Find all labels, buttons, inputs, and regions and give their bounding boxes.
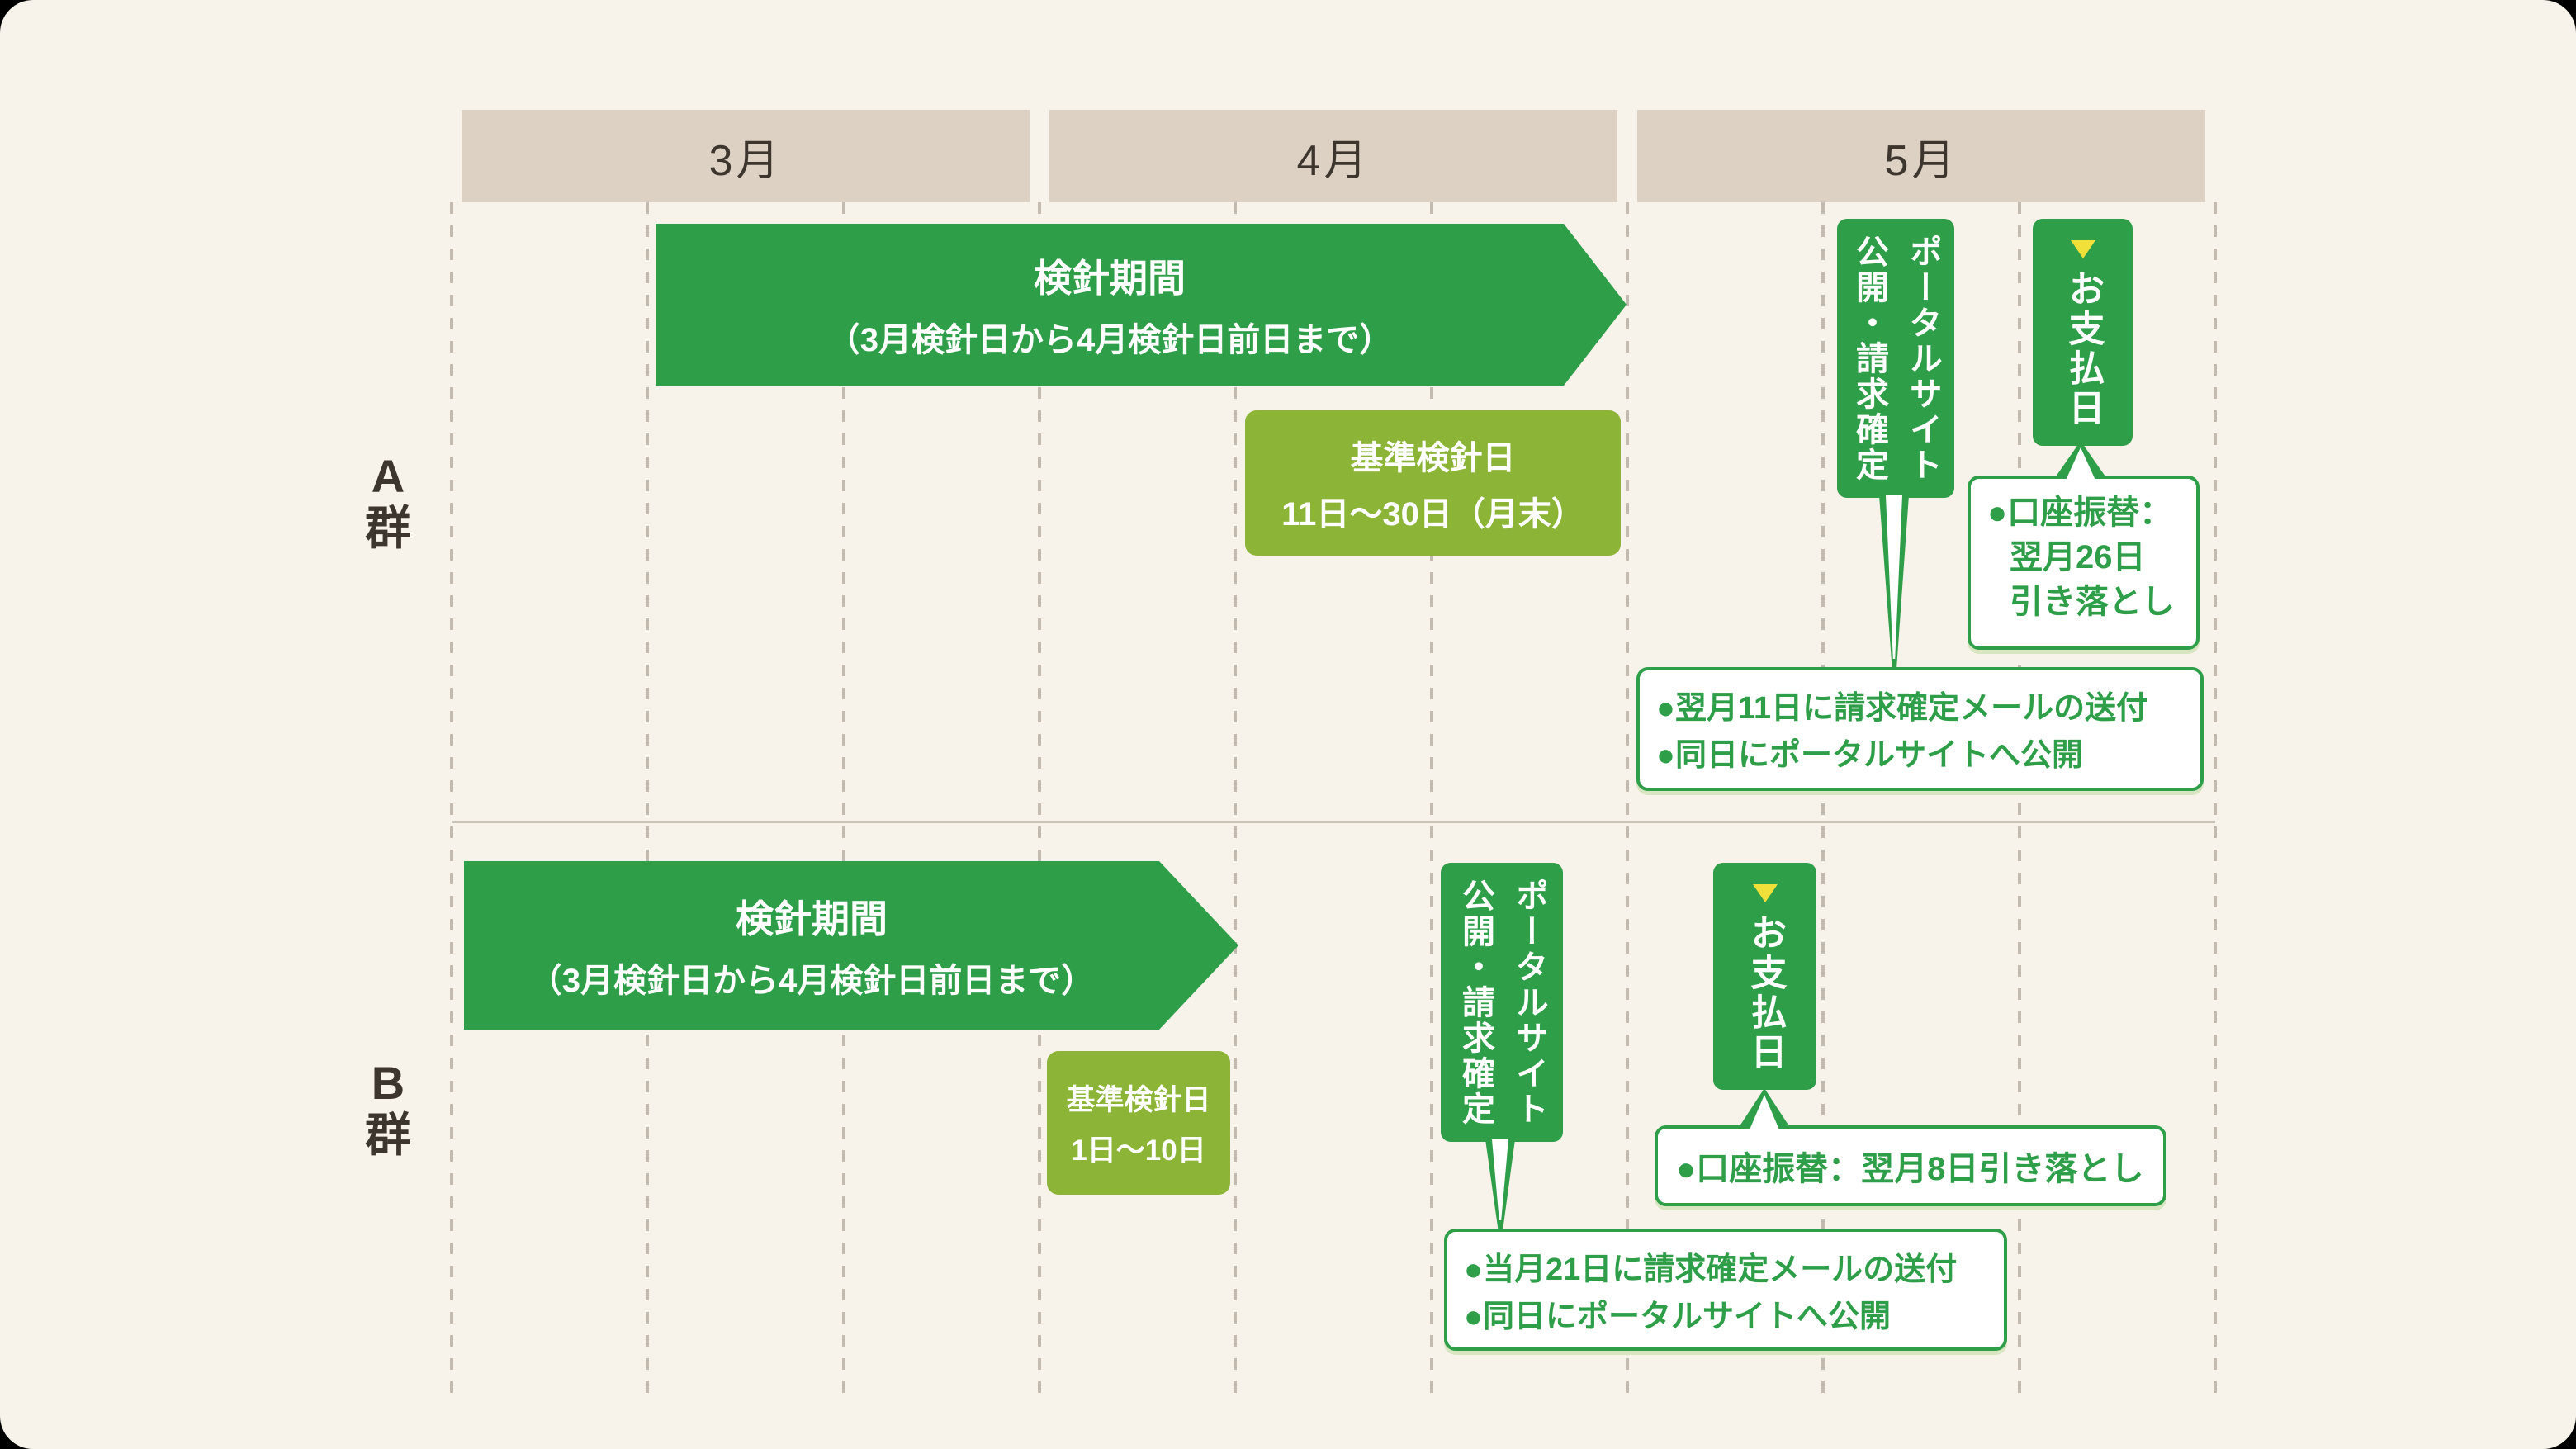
payment-marker-triangle-icon [1752,884,1778,902]
gridline [646,202,649,1394]
gridline [2214,202,2217,1394]
portal-box-line1: ポータルサイト [1510,878,1547,1127]
connector-portal-to-note-b [1485,1139,1515,1232]
base-box-range: 11日〜30日（月末） [1281,496,1584,533]
payment-box-label: お支払日 [1745,914,1786,1073]
gridline [842,202,845,1394]
month-header-march: 3月 [462,110,1030,202]
transfer-line1: ●口座振替：翌月8日引き落とし [1676,1151,2144,1187]
arrow-title: 検針期間 [1034,257,1186,300]
portal-box-line2: 公開・請求確定 [1457,878,1494,1127]
base-box-range: 1日〜10日 [1071,1134,1206,1167]
gridline [450,202,453,1394]
mail-note-line1: ●当月21日に請求確定メールの送付 [1464,1252,1958,1287]
group-b-meter-reading-period-arrow: 検針期間 （3月検針日から4月検針日前日まで） [464,861,1238,1030]
gridline [1821,202,1825,1394]
arrow-subtitle: （3月検針日から4月検針日前日まで） [528,963,1095,999]
group-a-kanji: 群 [365,501,411,554]
month-label: 3月 [708,136,783,185]
portal-box-line2: 公開・請求確定 [1851,234,1887,483]
month-header-april: 4月 [1049,110,1617,202]
group-b-kanji: 群 [365,1108,411,1161]
portal-box-line1: ポータルサイト [1904,234,1941,483]
month-header-may: 5月 [1637,110,2205,202]
transfer-line1: ●口座振替： [1987,495,2173,531]
month-label: 5月 [1884,136,1958,185]
group-a-letter: A [371,450,405,502]
group-b-payment-day-box: お支払日 [1713,863,1816,1090]
gridline [2018,202,2021,1394]
gridline [1430,202,1433,1394]
arrow-title: 検針期間 [736,897,888,940]
group-a-payment-day-box: お支払日 [2033,219,2133,446]
gridline [1234,202,1237,1394]
group-b-billing-mail-callout: ●当月21日に請求確定メールの送付 ●同日にポータルサイトへ公開 [1444,1229,2007,1351]
transfer-line3: 引き落とし [2010,584,2175,620]
group-b-account-transfer-callout: ●口座振替：翌月8日引き落とし [1655,1125,2166,1206]
base-box-title: 基準検針日 [1350,440,1516,476]
group-a-label: A 群 [330,450,446,554]
arrow-subtitle: （3月検針日から4月検針日前日まで） [826,322,1393,358]
connector-payment-to-transfer-a [2054,441,2107,484]
group-b-portal-publish-box: ポータルサイト 公開・請求確定 [1441,863,1563,1142]
group-b-base-reading-day-box: 基準検針日 1日〜10日 [1047,1051,1230,1195]
group-a-account-transfer-callout: ●口座振替： 翌月26日 引き落とし [1968,476,2200,650]
group-separator-line [452,821,2215,823]
mail-note-line2: ●同日にポータルサイトへ公開 [1656,738,2083,773]
connector-payment-to-transfer-b [1738,1088,1791,1134]
payment-marker-triangle-icon [2070,240,2095,258]
group-a-billing-mail-callout: ●翌月11日に請求確定メールの送付 ●同日にポータルサイトへ公開 [1636,667,2204,791]
base-box-title: 基準検針日 [1066,1084,1211,1116]
payment-box-label: お支払日 [2062,270,2104,429]
group-a-portal-publish-box: ポータルサイト 公開・請求確定 [1837,219,1954,498]
mail-note-line1: ●翌月11日に請求確定メールの送付 [1656,691,2148,726]
transfer-line2: 翌月26日 [2010,539,2146,575]
group-b-letter: B [371,1057,405,1109]
gridline [1038,202,1041,1394]
group-b-label: B 群 [330,1057,446,1161]
group-a-meter-reading-period-arrow: 検針期間 （3月検針日から4月検針日前日まで） [656,224,1627,386]
connector-portal-to-note-a [1879,495,1909,670]
mail-note-line2: ●同日にポータルサイトへ公開 [1464,1300,1891,1334]
month-label: 4月 [1296,136,1371,185]
group-a-base-reading-day-box: 基準検針日 11日〜30日（月末） [1245,410,1621,556]
gridline [1626,202,1629,1394]
